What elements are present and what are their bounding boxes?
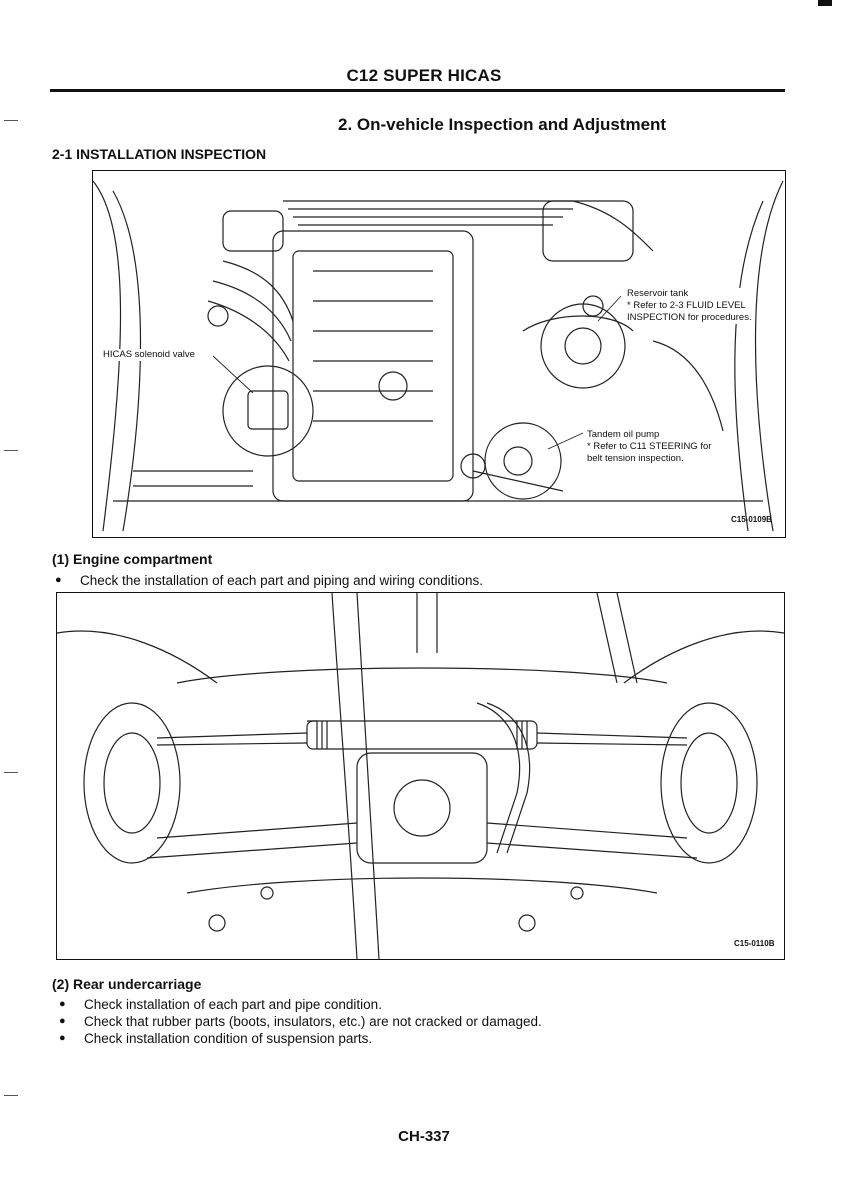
subsection-title: 2-1 INSTALLATION INSPECTION — [52, 146, 267, 162]
rear-undercarriage-illustration: C15-0110B — [56, 592, 785, 960]
section-title: 2. On-vehicle Inspection and Adjustment — [338, 115, 667, 134]
figure-code: C15-0110B — [734, 939, 775, 948]
bullet-item: Check that rubber parts (boots, insulato… — [59, 1014, 542, 1029]
margin-mark — [4, 120, 18, 121]
callout-pump-line: * Refer to C11 STEERING for — [587, 441, 712, 452]
bullet-item: Check the installation of each part and … — [55, 573, 483, 588]
engine-compartment-illustration: HICAS solenoid valve Reservoir tank * Re… — [92, 170, 786, 538]
callout-reservoir-line: * Refer to 2-3 FLUID LEVEL — [627, 300, 746, 311]
margin-mark — [4, 450, 18, 451]
page-number: CH-337 — [398, 1128, 450, 1145]
margin-mark — [4, 1095, 18, 1096]
corner-mark — [818, 0, 832, 6]
figure-code: C15-0109B — [731, 515, 772, 524]
engine-drawing — [93, 180, 784, 532]
caption-rear-undercarriage: (2) Rear undercarriage — [52, 976, 202, 992]
callout-reservoir-line: Reservoir tank — [627, 288, 689, 299]
undercarriage-drawing — [57, 593, 784, 959]
header-rule — [50, 89, 785, 92]
margin-mark — [4, 772, 18, 773]
callout-reservoir-line: INSPECTION for procedures. — [627, 312, 752, 323]
callout-pump-line: belt tension inspection. — [587, 453, 684, 464]
bullet-item: Check installation of each part and pipe… — [59, 997, 382, 1012]
callout-pump-line: Tandem oil pump — [587, 429, 660, 440]
callout-tandem-oil-pump: Tandem oil pump * Refer to C11 STEERING … — [587, 429, 712, 465]
page-header-title: C12 SUPER HICAS — [346, 66, 502, 85]
bullet-item: Check installation condition of suspensi… — [59, 1031, 372, 1046]
callout-hicas-solenoid-valve: HICAS solenoid valve — [103, 349, 195, 361]
caption-engine-compartment: (1) Engine compartment — [52, 551, 213, 567]
callout-reservoir-tank: Reservoir tank * Refer to 2-3 FLUID LEVE… — [627, 288, 752, 324]
